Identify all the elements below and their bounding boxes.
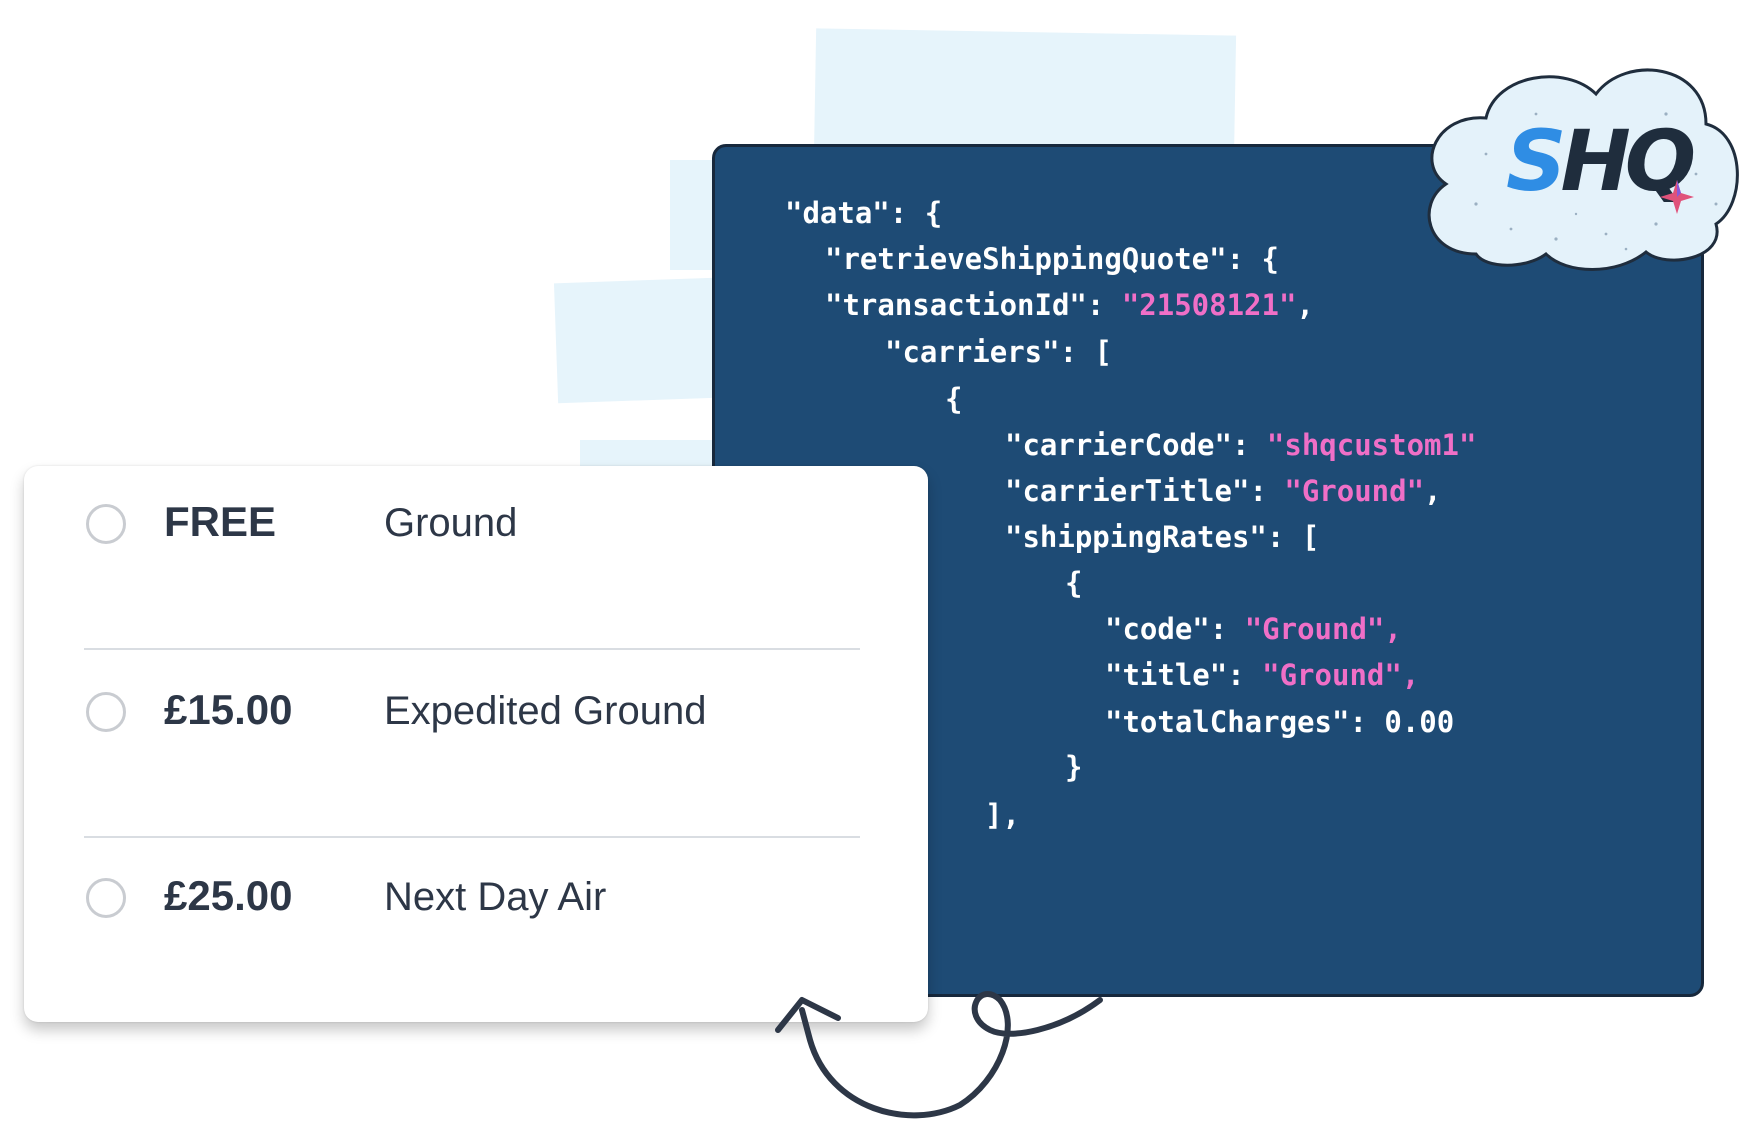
code-separator: : <box>1249 474 1285 508</box>
shipping-price: FREE <box>164 498 277 545</box>
shq-logo: SHQ <box>1506 112 1696 210</box>
code-key: "carrierTitle" <box>1005 474 1250 508</box>
shipping-method: Expedited Ground <box>384 689 707 733</box>
code-line: { <box>1065 563 1082 603</box>
divider <box>84 648 860 650</box>
code-value: 0.00 <box>1384 705 1455 739</box>
code-line: "totalCharges": 0.00 <box>1105 702 1454 742</box>
shipping-option-expedited[interactable]: £15.00 Expedited Ground <box>24 654 928 774</box>
code-key: "data" <box>785 196 890 230</box>
code-line: "data": { <box>785 193 942 233</box>
code-line: "carrierCode": "shqcustom1" <box>1005 425 1476 465</box>
code-value: { <box>1261 242 1279 276</box>
code-line: ], <box>985 795 1020 835</box>
code-line: { <box>945 379 962 419</box>
radio-button[interactable] <box>86 878 126 918</box>
code-line: "retrieveShippingQuote": { <box>825 239 1279 279</box>
code-value: [ <box>1301 520 1320 554</box>
code-value: { <box>1065 566 1083 600</box>
sparkle-icon <box>1660 180 1694 214</box>
code-line: "title": "Ground", <box>1105 655 1419 695</box>
code-key: "code" <box>1105 612 1210 646</box>
logo-badge: SHQ <box>1416 54 1744 274</box>
code-value: [ <box>1094 335 1112 369</box>
brush-stroke <box>580 440 730 470</box>
code-line: "transactionId": "21508121", <box>825 285 1314 325</box>
code-value: "shqcustom1" <box>1266 428 1477 462</box>
shipping-method: Ground <box>384 501 518 545</box>
cloud-icon <box>1427 68 1739 271</box>
code-line: "carrierTitle": "Ground", <box>1005 471 1442 511</box>
code-line: "code": "Ground", <box>1105 609 1402 649</box>
code-line: } <box>1065 747 1082 787</box>
shipping-price: £25.00 <box>164 872 293 919</box>
code-separator: : <box>1209 612 1245 646</box>
code-separator: : <box>1349 705 1385 739</box>
radio-button[interactable] <box>86 692 126 732</box>
code-separator: : <box>1059 335 1095 369</box>
code-key: "carriers" <box>885 335 1060 369</box>
code-separator: : <box>1226 242 1262 276</box>
code-separator: : <box>1231 428 1267 462</box>
code-key: "retrieveShippingQuote" <box>825 242 1227 276</box>
code-separator: : <box>1086 288 1122 322</box>
code-key: "totalCharges" <box>1105 705 1350 739</box>
code-value: ], <box>985 798 1020 832</box>
divider <box>84 836 860 838</box>
code-value: } <box>1065 750 1083 784</box>
curved-arrow-icon <box>775 991 1103 1119</box>
code-value: "Ground", <box>1262 658 1420 692</box>
radio-button[interactable] <box>86 504 126 544</box>
shipping-options-card: FREE Ground £15.00 Expedited Ground £25.… <box>24 466 928 1022</box>
code-punct: , <box>1424 474 1442 508</box>
code-value: { <box>945 382 963 416</box>
shipping-price: £15.00 <box>164 686 293 733</box>
code-separator: : <box>1227 658 1263 692</box>
code-separator: : <box>889 196 925 230</box>
code-key: "shippingRates" <box>1005 520 1267 554</box>
shipping-method: Next Day Air <box>384 875 607 919</box>
code-separator: : <box>1266 520 1302 554</box>
code-value: { <box>924 196 943 230</box>
code-key: "carrierCode" <box>1005 428 1232 462</box>
code-key: "transactionId" <box>825 288 1087 322</box>
code-value: "21508121" <box>1121 288 1297 322</box>
shipping-option-ground[interactable]: FREE Ground <box>24 466 928 586</box>
code-key: "title" <box>1105 658 1228 692</box>
code-line: "shippingRates": [ <box>1005 517 1319 557</box>
code-line: "carriers": [ <box>885 332 1112 372</box>
code-value: "Ground", <box>1244 612 1402 646</box>
code-value: "Ground" <box>1284 474 1425 508</box>
shipping-option-next-day[interactable]: £25.00 Next Day Air <box>24 840 928 960</box>
code-punct: , <box>1296 288 1314 322</box>
